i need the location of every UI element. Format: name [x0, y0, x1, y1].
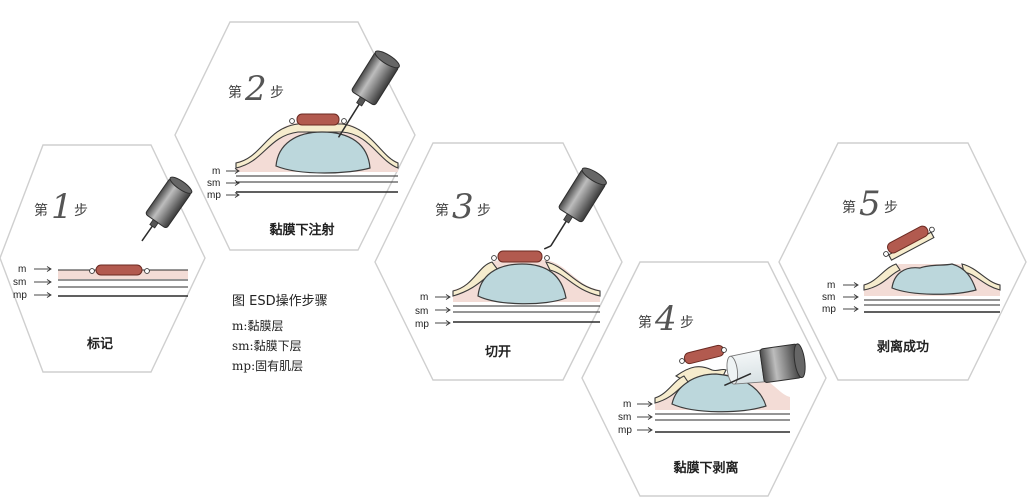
step-3-label-mp: mp [415, 319, 429, 330]
step-5-number: 5 [859, 184, 881, 224]
step-1-electrosurgical-knife-icon [141, 176, 193, 242]
step-5-label-sm: sm [822, 292, 835, 303]
step-4-marker-right [721, 347, 727, 353]
step-5-caption: 剥离成功 [877, 339, 929, 355]
figure-legend: 图 ESD操作步骤 m:黏膜层 sm:黏膜下层 mp:固有肌层 [232, 290, 402, 376]
step-2-label-sm: sm [207, 178, 220, 189]
step-5-prefix: 第 [842, 199, 856, 216]
step-5-exposed-base [891, 263, 977, 295]
legend-sep: : [249, 339, 254, 353]
step-2-lesion [296, 113, 340, 126]
step-3-label-m: m [420, 292, 428, 303]
step-5-panel: 第 5 步 m sm mp [778, 142, 1027, 381]
step-3-lesion [497, 250, 543, 263]
legend-term: 黏膜层 [247, 319, 284, 333]
step-2-number: 2 [244, 69, 267, 109]
step-1-label-sm: sm [13, 277, 26, 288]
step-4-caption: 黏膜下剥离 [673, 460, 738, 476]
step-1-number: 1 [51, 187, 73, 227]
step-4-marker-left [679, 358, 685, 364]
legend-abbr: m [232, 319, 244, 333]
step-5-hexagon [778, 142, 1027, 381]
step-2-label-arrows [226, 168, 240, 198]
step-1-panel: 第 1 步 m sm mp [0, 144, 206, 373]
legend-sep: : [243, 319, 248, 333]
step-2-caption: 黏膜下注射 [269, 222, 334, 238]
step-5-label-mp: mp [822, 304, 836, 315]
step-3-label-arrows [435, 294, 451, 326]
step-3-label-sm: sm [415, 306, 428, 317]
step-4-suffix: 步 [680, 315, 694, 331]
legend-abbr: mp [232, 359, 252, 373]
step-2-marker-right [341, 118, 347, 124]
step-3-cutting-knife-icon [543, 167, 607, 250]
step-1-marker-left [89, 268, 95, 274]
step-4-resected-edge [654, 375, 689, 404]
step-2-mucosal-fold [235, 123, 399, 169]
step-1-label-mp: mp [13, 290, 27, 301]
legend-term: 黏膜下层 [253, 339, 302, 353]
step-2-label-m: m [212, 166, 220, 177]
step-5-mucosal-edge-left [863, 263, 901, 291]
step-4-panel: 第 4 步 m sm mp [581, 261, 827, 497]
step-4-label-m: m [623, 399, 631, 410]
figure-title: 图 ESD操作步骤 [232, 294, 328, 309]
step-1-prefix: 第 [34, 202, 48, 219]
legend-abbr: sm [232, 339, 250, 353]
step-4-label-mp: mp [618, 425, 632, 436]
step-2-suffix: 步 [270, 85, 284, 101]
legend-item-sm: sm:黏膜下层 [232, 336, 402, 356]
step-3-prefix: 第 [435, 202, 449, 219]
step-5-mucosal-edge-right [961, 263, 1001, 291]
step-1-label-arrows [34, 266, 52, 298]
step-4-label-sm: sm [618, 412, 631, 423]
step-3-mucosal-fold-right [545, 261, 601, 297]
step-2-submucosal-fluid [275, 131, 371, 174]
step-1-label-m: m [18, 264, 26, 275]
step-1-caption: 标记 [86, 336, 113, 352]
step-5-resected-specimen [883, 225, 935, 261]
step-5-suffix: 步 [884, 200, 898, 216]
step-3-marker-right [544, 255, 550, 261]
step-2-label-mp: mp [207, 190, 221, 201]
step-2-injection-needle-icon [337, 50, 400, 138]
step-2-panel: 第 2 步 m sm mp [174, 21, 416, 251]
step-2-prefix: 第 [228, 84, 242, 101]
step-4-endoscope-cap-icon [724, 343, 806, 387]
legend-term: 固有肌层 [255, 359, 304, 373]
step-1-marker-right [144, 268, 150, 274]
step-2-marker-left [289, 118, 295, 124]
step-3-panel: 第 3 步 m sm mp [374, 142, 623, 381]
step-4-number: 4 [654, 299, 677, 339]
step-3-submucosal-fluid [477, 263, 567, 305]
step-5-label-m: m [827, 280, 835, 291]
step-4-prefix: 第 [638, 314, 652, 331]
step-5-label-arrows [843, 282, 859, 312]
step-1-suffix: 步 [74, 203, 88, 219]
legend-item-m: m:黏膜层 [232, 316, 402, 336]
step-4-label-arrows [637, 401, 653, 433]
legend-sep: : [251, 359, 256, 373]
legend-item-mp: mp:固有肌层 [232, 356, 402, 376]
step-3-number: 3 [452, 187, 474, 227]
step-3-caption: 切开 [485, 345, 511, 360]
step-3-marker-left [491, 255, 497, 261]
step-3-suffix: 步 [477, 203, 491, 219]
step-1-lesion [95, 264, 143, 276]
